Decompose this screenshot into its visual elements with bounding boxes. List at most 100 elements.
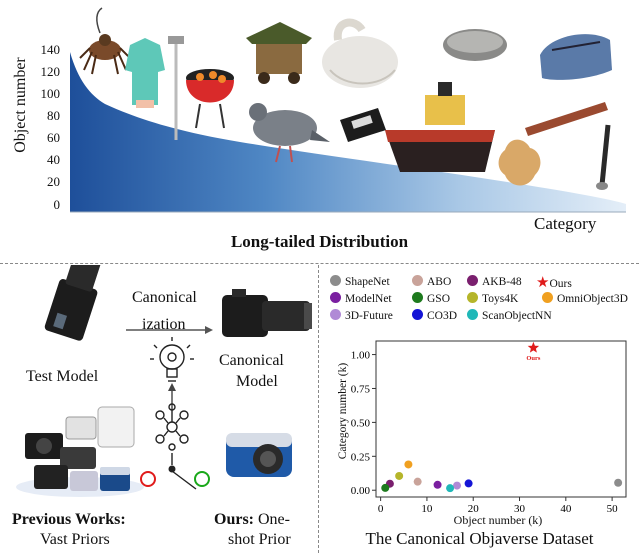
ours-label: Ours: One- [214,511,290,529]
legend-ours: ★Ours [536,273,572,292]
boat-illustration [385,82,495,172]
legend-label: Toys4K [482,293,519,305]
x-tick-label: 30 [514,503,526,515]
point-omniobject3d [404,460,413,469]
point-label-ours: Ours [526,355,541,362]
x-tick-label: 20 [468,503,480,515]
network-icon [155,403,189,451]
x-axis-label: Category [534,214,597,233]
legend-label: ABO [427,276,452,288]
hoodie-illustration [125,38,165,108]
y-tick-label: 0.25 [351,451,371,463]
point-abo [413,477,422,486]
legend-label: CO3D [427,310,458,322]
y-tick: 0 [53,197,61,212]
scatter-x-label: Object number (k) [453,513,543,527]
legend-scanobjectnn: ScanObjectNN [467,309,552,322]
point-co3d [464,479,473,488]
one-shot-camera-illustration [226,433,292,477]
legend-label: AKB-48 [482,276,522,288]
legend-marker [412,292,423,303]
point-toys4k [395,471,404,480]
legend-abo: ABO [412,275,451,288]
long-tail-chart: Object number 140 120 100 80 60 40 20 0 [0,0,639,258]
swan-illustration [322,18,398,88]
point-modelnet [433,480,442,489]
legend-label: ScanObjectNN [482,310,552,322]
y-tick-label: 0.75 [351,383,371,395]
legend-label: ModelNet [345,293,392,305]
ours-rest: One- [258,511,290,528]
one-shot-prior-label: shot Prior [228,531,291,548]
y-tick-label: 1.00 [351,350,371,362]
camera-collection-illustration [16,406,144,497]
legend-toys4k: Toys4K [467,292,518,305]
vertical-divider [318,265,319,553]
legend-marker [330,275,341,286]
legend-marker [467,292,478,303]
legend-shapenet: ShapeNet [330,275,390,288]
canonicalization-graphics [16,265,312,497]
canonical-camera-illustration [222,289,312,337]
legend-gso: GSO [412,292,450,305]
top-title: Long-tailed Distribution [230,232,409,251]
point-ours [527,341,540,353]
point-3d-future [453,481,462,490]
ours-bold: Ours: [214,511,254,528]
legend-marker [412,309,423,320]
bowl-illustration [443,29,507,61]
y-tick-label: 0.00 [351,485,371,497]
previous-works-label: Previous Works: [12,511,126,528]
canonicalization-panel: Test Model Canonical ization Canonical M… [0,265,318,553]
object-illustrations [79,7,612,190]
x-tick-label: 0 [378,503,384,515]
y-tick: 100 [40,86,61,101]
clarinet-illustration [596,124,611,190]
point-gso [381,483,390,492]
wagon-illustration [246,22,312,84]
legend-modelnet: ModelNet [330,292,392,305]
y-tick: 40 [47,152,60,167]
grill-illustration [186,69,234,129]
legend-marker [467,309,478,320]
long-tail-area [70,52,626,213]
legend-label: GSO [427,293,451,305]
pigeon-illustration [249,103,330,163]
tower-illustration [168,36,184,140]
x-tick-label: 50 [607,503,619,515]
y-tick: 120 [40,64,61,79]
point-scanobjectnn [446,484,455,493]
canonical-model-label-1: Canonical [219,352,284,369]
legend-3d-future: 3D-Future [330,309,393,322]
vast-priors-label: Vast Priors [40,531,110,548]
plot-frame [375,340,627,498]
pencil-case-illustration [540,34,612,80]
canonicalization-label-1: Canonical [132,289,197,306]
y-tick: 80 [47,108,60,123]
legend-marker [467,275,478,286]
legend-star-icon: ★ [536,275,550,291]
legend-label: ShapeNet [345,276,390,288]
dataset-comparison-panel: ShapeNet ABO AKB-48 ★Ours ModelNet GSO T… [320,265,639,553]
ginger-illustration [498,139,541,186]
legend-marker [330,309,341,320]
vhs-illustration [340,108,386,142]
test-model-label: Test Model [26,368,99,385]
y-tick: 140 [40,42,61,57]
beam-illustration [525,102,608,136]
point-shapenet [614,478,623,487]
horizontal-divider [0,263,639,264]
scatter-title: The Canonical Objaverse Dataset [365,529,594,548]
legend-omniobject3d: OmniObject3D [542,292,628,305]
y-tick: 20 [47,174,60,189]
legend-label: 3D-Future [345,310,393,322]
spider-illustration [79,7,131,75]
canonicalization-label-2: ization [142,316,186,333]
y-tick-label: 0.50 [351,417,371,429]
lightbulb-icon [150,337,194,382]
x-tick-label: 40 [560,503,572,515]
legend-marker [330,292,341,303]
legend-marker [542,292,553,303]
legend-akb48: AKB-48 [467,275,522,288]
